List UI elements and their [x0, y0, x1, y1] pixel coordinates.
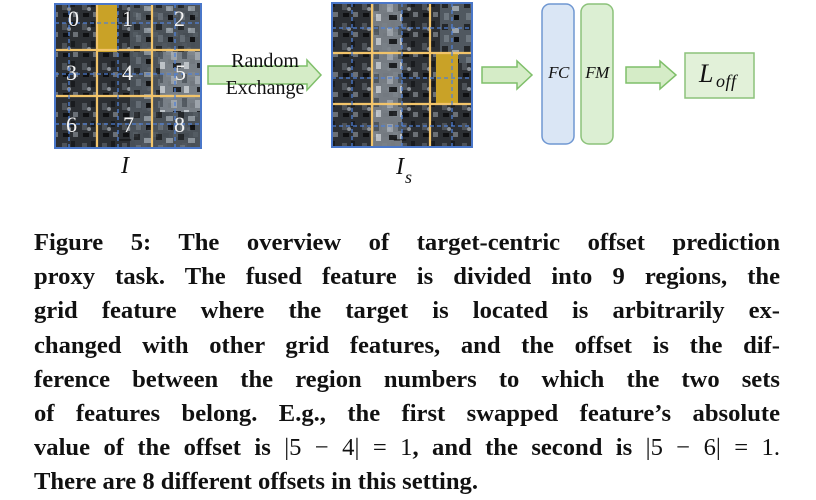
fm-label: FM [585, 63, 609, 82]
input-target-highlight [97, 4, 117, 52]
caption-line-3: grid feature where the target is located… [34, 297, 780, 325]
grid-number-3: 3 [66, 60, 77, 85]
caption-line-5: ference between the region numbers to wh… [34, 365, 780, 393]
shuffled-grid [331, 2, 473, 148]
to-loss-arrow [625, 59, 678, 91]
shuffled-target-highlight [436, 54, 458, 104]
caption-math-1: |5 − 4| = 1 [284, 434, 413, 462]
figure-svg [54, 2, 755, 149]
fc-label: FC [548, 63, 569, 82]
caption-line-7: value of the offset is |5 − 4| = 1, and … [34, 431, 780, 465]
random-exchange-label-line2: Exchange [225, 77, 305, 99]
loss-label-sub: off [716, 71, 737, 91]
grid-number-1: 1 [122, 6, 133, 31]
shuffled-label-bar: ¯ [394, 138, 406, 164]
caption-line-1: Figure 5: The overview of target-centric… [34, 229, 780, 256]
caption-line-6: of features belong. E.g., the first swap… [34, 400, 780, 428]
caption-math-2: |5 − 6| = 1 [645, 434, 774, 462]
fm-block [580, 3, 614, 145]
caption-line-4: changed with other grid features, and th… [34, 331, 780, 359]
to-fc-arrow [481, 59, 534, 91]
grid-number-2: 2 [174, 6, 185, 31]
grid-number-4: 4 [122, 60, 133, 85]
grid-number-8: 8 [174, 112, 185, 137]
shuffled-label: I [396, 154, 404, 180]
caption-line-7-end: . [773, 434, 781, 462]
caption-line-7-mid: , and the second is [412, 434, 646, 462]
grid-number-5: 5 [175, 60, 186, 85]
grid-number-7: 7 [123, 112, 134, 137]
grid-number-0: 0 [68, 6, 79, 31]
input-grid [54, 3, 202, 149]
caption-line-7-text: value of the offset is [34, 434, 285, 462]
fc-block [541, 3, 575, 145]
random-exchange-arrow [207, 58, 323, 92]
loss-box [684, 52, 755, 99]
grid-number-6: 6 [66, 112, 77, 137]
caption-line-2: proxy task. The fused feature is divided… [34, 263, 780, 291]
figure-diagram: 0 1 2 3 4 5 6 7 8 Random Exchange ¯ I ¯ … [0, 0, 816, 200]
caption-line-8: There are 8 different offsets in this se… [34, 468, 478, 496]
random-exchange-label-line1: Random [231, 50, 299, 72]
input-label: I [121, 153, 129, 179]
input-label-bar: ¯ [119, 138, 131, 164]
loss-label: L [699, 59, 714, 88]
random-exchange-label: Random Exchange [210, 48, 320, 102]
figure-caption: Figure 5: The overview of target-centric… [34, 226, 780, 500]
shuffled-label-sub: s [405, 167, 413, 187]
